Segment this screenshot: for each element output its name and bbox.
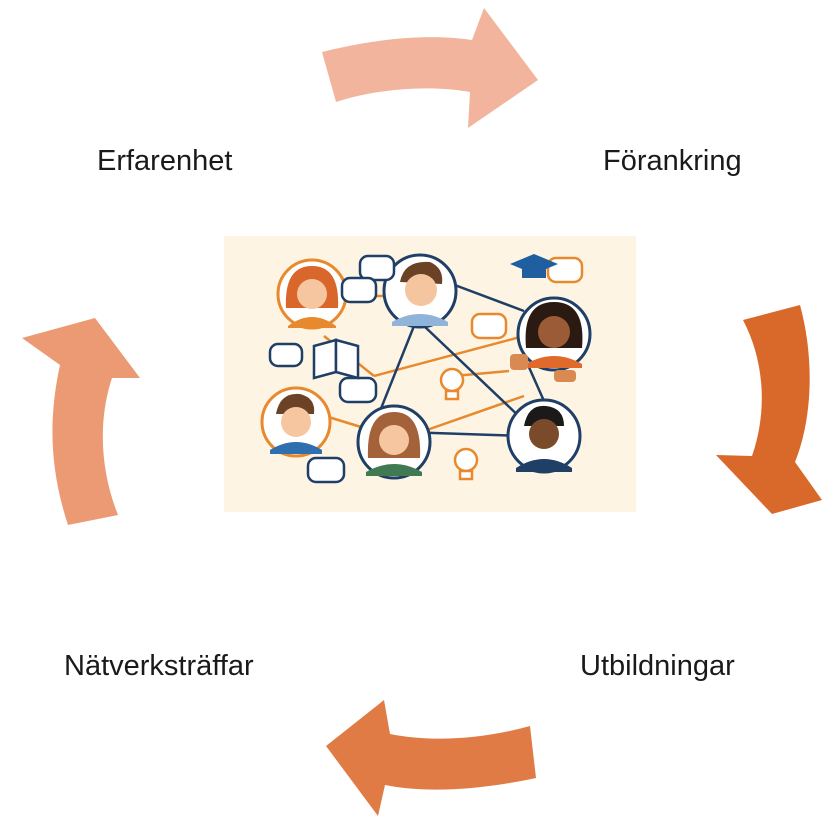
graduation-cap-icon — [510, 254, 558, 278]
arrow-bottom-icon — [326, 700, 536, 816]
person-avatar-icon — [276, 258, 348, 330]
step-label-utbildningar: Utbildningar — [580, 650, 735, 682]
network-illustration — [224, 236, 636, 512]
lightbulb-icon — [439, 367, 465, 401]
open-book-icon — [312, 338, 360, 380]
step-label-forankring: Förankring — [603, 145, 742, 177]
person-avatar-icon — [382, 253, 458, 329]
step-label-natverkstraffar: Nätverksträffar — [64, 650, 254, 682]
thumbs-up-icon — [510, 354, 576, 382]
person-avatar-icon — [516, 296, 592, 372]
arrow-top-icon — [322, 8, 538, 128]
person-avatar-icon — [506, 398, 582, 474]
arrow-right-icon — [716, 305, 822, 514]
person-avatar-icon — [260, 386, 332, 458]
lightbulb-icon — [453, 447, 479, 481]
step-label-erfarenhet: Erfarenhet — [97, 145, 233, 177]
person-avatar-icon — [356, 404, 432, 480]
arrow-left-icon — [22, 318, 140, 525]
speech-bubble-icon — [268, 254, 396, 484]
